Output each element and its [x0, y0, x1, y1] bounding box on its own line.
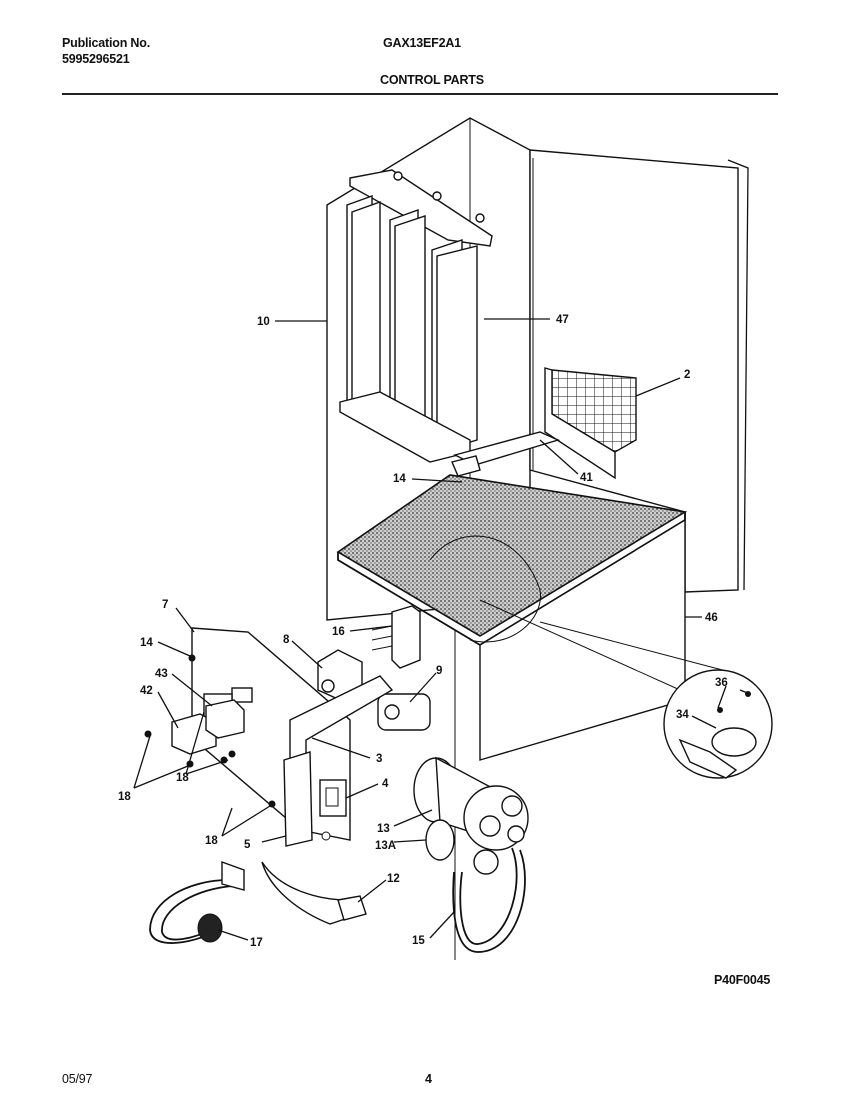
- callout-16: 16: [332, 626, 345, 638]
- callout-labels: 10 47 2 41 14 7 14 16 46 8 43 9 42 36 34…: [118, 314, 728, 949]
- filter-rack: [339, 169, 493, 463]
- callout-17: 17: [250, 937, 263, 949]
- section-title: CONTROL PARTS: [380, 73, 484, 87]
- callout-5: 5: [244, 839, 251, 851]
- callout-8: 8: [283, 634, 290, 646]
- drain-tube: [452, 847, 526, 953]
- callout-3: 3: [376, 753, 382, 765]
- selector-switch: [317, 649, 363, 701]
- power-cord: [149, 861, 245, 944]
- pre-filter: [544, 367, 637, 480]
- callout-46: 46: [705, 612, 718, 624]
- callout-34: 34: [676, 709, 689, 721]
- callout-36: 36: [715, 677, 728, 689]
- terminal-block: [371, 605, 421, 669]
- float-switch: [319, 779, 347, 817]
- screws: [144, 654, 331, 841]
- cabinet-box: [336, 474, 688, 960]
- fan-housing: [413, 756, 529, 875]
- header-rule: [62, 93, 778, 95]
- page-number: 4: [425, 1072, 432, 1086]
- publication-number: 5995296521: [62, 52, 130, 66]
- publication-label: Publication No.: [62, 36, 150, 50]
- motor: [377, 693, 431, 731]
- callout-12: 12: [387, 873, 400, 885]
- callout-13: 13: [377, 823, 390, 835]
- callout-47: 47: [556, 314, 569, 326]
- footer-date: 05/97: [62, 1072, 93, 1086]
- figure-code: P40F0045: [714, 973, 771, 987]
- callout-4: 4: [382, 778, 389, 790]
- callout-43: 43: [155, 668, 168, 680]
- callout-41: 41: [580, 472, 593, 484]
- sensor: [261, 861, 367, 925]
- leader-lines: [133, 318, 751, 941]
- callout-10: 10: [257, 316, 270, 328]
- callout-13a: 13A: [375, 840, 396, 852]
- callout-15: 15: [412, 935, 425, 947]
- callout-42: 42: [140, 685, 153, 697]
- callout-18-left: 18: [118, 791, 131, 803]
- detail-inset: [479, 599, 773, 779]
- humidistat: [171, 699, 245, 755]
- callout-18-mid: 18: [176, 772, 189, 784]
- callout-2: 2: [684, 369, 690, 381]
- duct-tube: [283, 675, 394, 847]
- callout-18-bottom: 18: [205, 835, 218, 847]
- bracket: [451, 431, 561, 477]
- callout-14-side: 14: [140, 637, 153, 649]
- model-number: GAX13EF2A1: [383, 36, 461, 50]
- callout-9: 9: [436, 665, 442, 677]
- callout-14-top: 14: [393, 473, 406, 485]
- callout-7: 7: [162, 599, 168, 611]
